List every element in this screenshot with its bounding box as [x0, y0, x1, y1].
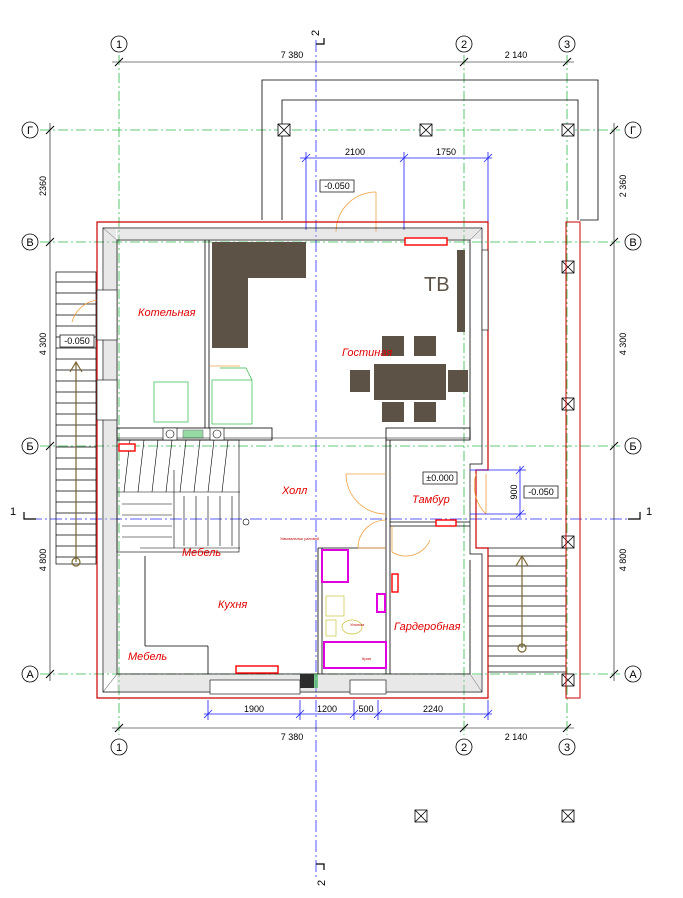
- axis-a-left: А: [26, 669, 34, 681]
- column-marker: [561, 535, 575, 549]
- level-mark-terrace: -0.050: [324, 181, 350, 191]
- level-mark-floor-box: [422, 471, 458, 485]
- room-hall: Холл: [281, 485, 307, 497]
- dim-terrace-left: 2100: [345, 147, 365, 157]
- level-mark-right: -0.050: [528, 487, 554, 497]
- axis-2-bottom: 2: [461, 742, 467, 754]
- radiators: [118, 237, 457, 674]
- overall-dimensions: [45, 57, 619, 733]
- dim-vestibule: 900: [509, 484, 519, 499]
- boiler-vents: [162, 427, 225, 441]
- room-boiler: Котельная: [138, 307, 196, 319]
- room-wardrobe: Гардеробная: [394, 621, 461, 633]
- section-label-top: 2: [310, 30, 322, 36]
- room-furniture-upper: Мебель: [182, 547, 221, 559]
- stair-tread: [179, 439, 187, 493]
- left-door-swing: [71, 299, 99, 323]
- stair-tread: [221, 439, 229, 493]
- dim-left-v-b: 4 300: [38, 333, 48, 356]
- column-marker: [561, 397, 575, 411]
- door-swings: [210, 365, 487, 557]
- axis-1-bottom: 1: [116, 742, 122, 754]
- l-shaped-sofa: [212, 242, 306, 348]
- stair-tread: [151, 439, 159, 493]
- axis-3-bottom: 3: [564, 742, 570, 754]
- room-furniture-lower: Мебель: [128, 651, 167, 663]
- column-marker: [414, 809, 428, 823]
- column-marker: [561, 809, 575, 823]
- plumbing-fixtures: [321, 549, 387, 669]
- floor-drain: [300, 674, 314, 688]
- axis-3-top: 3: [564, 39, 570, 51]
- label-washbasin: Умывальник угловой: [280, 536, 320, 541]
- dim-bottom-seg-2: 1200: [317, 704, 337, 714]
- dim-top-1-2: 7 380: [281, 50, 304, 60]
- terrace-dimensions: [300, 152, 493, 230]
- left-entrance-stairs: [55, 271, 97, 567]
- dining-set: [350, 336, 468, 422]
- column-marker: [561, 673, 575, 687]
- column-marker: [277, 123, 291, 137]
- dim-bottom-seg-4: 2240: [423, 704, 443, 714]
- boiler-equipment: [153, 367, 253, 425]
- column-marker: [561, 123, 575, 137]
- plumbing-details: [325, 595, 363, 637]
- level-mark-right-box: [523, 485, 559, 499]
- column-marker: [419, 123, 433, 137]
- level-mark-left: -0.050: [64, 336, 90, 346]
- dim-top-2-3: 2 140: [505, 50, 528, 60]
- axis-a-right: А: [629, 669, 637, 681]
- dim-bottom-1-2: 7 380: [281, 732, 304, 742]
- axis-v-right: В: [629, 237, 636, 249]
- stair-tread: [137, 439, 145, 493]
- dim-right-b-a: 4 800: [618, 549, 628, 572]
- tv-label: ТВ: [424, 274, 450, 296]
- tv-stand: [457, 250, 465, 332]
- column-marker: [561, 260, 575, 274]
- axis-grid: [40, 55, 620, 735]
- axis-v-left: В: [26, 237, 33, 249]
- windows: [96, 249, 489, 695]
- section-label-right: 1: [646, 506, 652, 518]
- section-lines: [30, 40, 640, 880]
- room-living: Гостиная: [342, 347, 392, 359]
- label-toilet: Унитаз: [350, 622, 364, 627]
- right-entrance-stairs: [487, 221, 581, 699]
- axis-g-left: Г: [27, 125, 33, 137]
- stair-tread: [193, 439, 201, 493]
- vestibule-dimension: [470, 465, 526, 519]
- stair-tread: [207, 439, 215, 493]
- axis-1-top: 1: [116, 39, 122, 51]
- room-vestibule: Тамбур: [412, 494, 450, 506]
- level-mark-terrace-box: [319, 179, 355, 193]
- terrace-door: [335, 191, 377, 233]
- drain-grate: [314, 674, 318, 688]
- section-marks: [23, 38, 641, 870]
- label-tap: Кран: [362, 656, 372, 661]
- column-markers: [277, 123, 575, 823]
- terrace-outline: [261, 79, 599, 221]
- axis-g-right: Г: [630, 125, 636, 137]
- dim-bottom-seg-3: 500: [358, 704, 373, 714]
- section-label-bottom: 2: [316, 880, 328, 886]
- axis-bubbles: [21, 35, 642, 756]
- dim-bottom-2-3: 2 140: [505, 732, 528, 742]
- axis-b-right: Б: [629, 441, 636, 453]
- dim-left-g-v: 2360: [38, 176, 48, 196]
- room-kitchen: Кухня: [218, 599, 247, 611]
- dim-left-b-a: 4 800: [38, 549, 48, 572]
- stair-tread: [165, 439, 173, 493]
- axis-2-top: 2: [461, 39, 467, 51]
- level-mark-left-box: [59, 334, 95, 348]
- level-mark-floor: ±0.000: [426, 473, 453, 483]
- dim-right-v-b: 4 300: [618, 333, 628, 356]
- dim-bottom-seg-1: 1900: [244, 704, 264, 714]
- interior-staircase: [116, 439, 250, 553]
- dim-terrace-right: 1750: [436, 147, 456, 157]
- dim-right-g-v: 2 360: [618, 175, 628, 198]
- axis-b-left: Б: [26, 441, 33, 453]
- bottom-dimensions: [203, 700, 493, 720]
- section-label-left: 1: [10, 506, 16, 518]
